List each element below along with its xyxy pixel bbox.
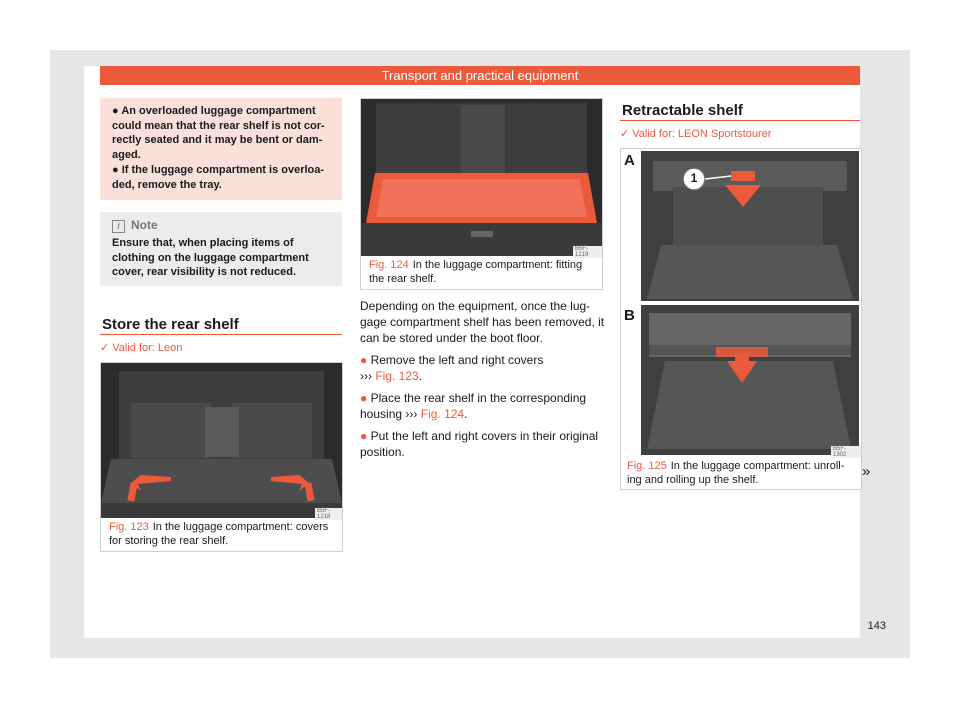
note-heading: i Note: [112, 218, 158, 233]
step-item: ● Put the left and right covers in their…: [360, 428, 606, 460]
step-end: .: [418, 369, 423, 383]
section-rule: [620, 120, 860, 121]
bullet-icon: ●: [360, 391, 368, 405]
figure-code: B5F-1219: [573, 246, 602, 258]
step-text: Place the rear shelf in the correspondin…: [360, 391, 587, 421]
body-text-store-shelf: Depending on the equipment, once the lug…: [360, 298, 606, 466]
warning-box: ● An overloaded luggage compartment coul…: [100, 98, 342, 200]
note-text: Ensure that, when placing items of cloth…: [112, 237, 309, 278]
figure-label: Fig. 125: [627, 460, 667, 472]
figure-link[interactable]: Fig. 124: [420, 407, 465, 421]
note-box: i Note Ensure that, when placing items of…: [100, 212, 342, 286]
warning-text: An overloaded luggage compartment could …: [112, 105, 325, 161]
figure-124-image: [361, 99, 602, 256]
section-title-store-shelf: Store the rear shelf: [102, 316, 239, 333]
figure-label: Fig. 124: [369, 259, 409, 271]
section-rule: [100, 334, 342, 335]
ref-arrow: ›››: [360, 369, 372, 383]
valid-for-sportstourer: ✓ Valid for: LEON Sportstourer: [620, 127, 771, 140]
step-end: .: [464, 407, 468, 421]
step-text: Remove the left and right covers: [370, 353, 544, 367]
figure-125-image: [621, 149, 861, 455]
valid-text: Valid for: LEON Sportstourer: [632, 128, 772, 140]
figure-caption-text: In the luggage compartment: covers for s…: [109, 521, 329, 547]
intro-paragraph: Depending on the equipment, once the lug…: [360, 299, 605, 345]
bullet-icon: ●: [360, 429, 368, 443]
check-icon: ✓: [620, 128, 630, 140]
figure-caption-text: In the luggage compartment: unroll-ing a…: [627, 460, 845, 486]
step-item: ● Place the rear shelf in the correspond…: [360, 390, 606, 422]
figure-123-image: [101, 363, 342, 518]
ref-arrow: ›››: [405, 407, 418, 421]
figure-link[interactable]: Fig. 123: [375, 369, 419, 383]
warning-item: ● An overloaded luggage compartment coul…: [112, 104, 332, 162]
info-icon: i: [112, 220, 125, 233]
step-text: Put the left and right covers in their o…: [360, 429, 599, 459]
figure-code: B5F-1218: [315, 508, 342, 520]
page-number: 143: [867, 620, 886, 632]
continue-mark: »: [862, 463, 871, 480]
note-title: Note: [131, 218, 158, 232]
figure-label: Fig. 123: [109, 521, 149, 533]
section-title-retractable-shelf: Retractable shelf: [622, 102, 743, 119]
valid-text: Valid for: Leon: [112, 342, 183, 354]
warning-text: If the luggage compartment is overloa-de…: [112, 164, 325, 191]
warning-item: ● If the luggage compartment is overloa-…: [112, 163, 332, 192]
step-item: ● Remove the left and right covers ››› Fi…: [360, 352, 606, 384]
bullet-icon: ●: [112, 164, 119, 176]
bullet-icon: ●: [360, 353, 368, 367]
bullet-icon: ●: [112, 105, 119, 117]
callout-number: 1: [690, 171, 698, 185]
figure-caption-text: In the luggage compartment: fitting the …: [369, 259, 583, 285]
panel-label-b: B: [624, 307, 635, 324]
panel-label-a: A: [624, 152, 635, 169]
figure-code: B5F-1302: [831, 446, 861, 458]
check-icon: ✓: [100, 342, 110, 354]
page-header: Transport and practical equipment: [100, 66, 860, 85]
valid-for-leon: ✓ Valid for: Leon: [100, 341, 182, 354]
